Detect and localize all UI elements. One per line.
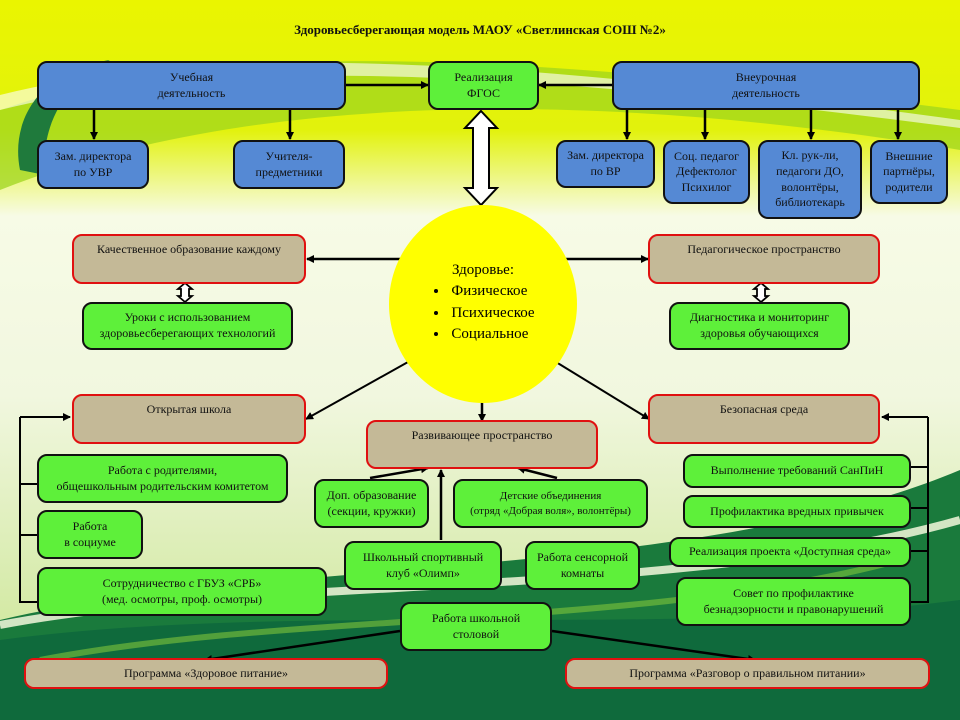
health-item-social: Социальное xyxy=(449,324,534,346)
children-unions-box[interactable]: Детские объединения (отряд «Добрая воля»… xyxy=(453,479,648,528)
proper-nutrition-program-box[interactable]: Программа «Разговор о правильном питании… xyxy=(565,658,930,689)
sports-club-box[interactable]: Школьный спортивный клуб «Олимп» xyxy=(344,541,502,590)
open-school-box[interactable]: Открытая школа xyxy=(72,394,306,444)
society-work-box[interactable]: Работа в социуме xyxy=(37,510,143,559)
study-activity-box[interactable]: Учебная деятельность xyxy=(37,61,346,110)
quality-education-box[interactable]: Качественное образование каждому xyxy=(72,234,306,284)
bad-habits-prevention-box[interactable]: Профилактика вредных привычек xyxy=(683,495,911,528)
developing-space-box[interactable]: Развивающее пространство xyxy=(366,420,598,469)
additional-education-box[interactable]: Доп. образование (секции, кружки) xyxy=(314,479,429,528)
accessible-environment-box[interactable]: Реализация проекта «Доступная среда» xyxy=(669,537,911,567)
sanpin-box[interactable]: Выполнение требований СанПиН xyxy=(683,454,911,488)
prevention-council-box[interactable]: Совет по профилактике безнадзорности и п… xyxy=(676,577,911,626)
parents-work-box[interactable]: Работа с родителями, общешкольным родите… xyxy=(37,454,288,503)
page-title: Здоровьесберегающая модель МАОУ «Светлин… xyxy=(294,22,666,37)
health-list: Физическое Психическое Социальное xyxy=(431,281,534,346)
safe-environment-box[interactable]: Безопасная среда xyxy=(648,394,880,444)
healthy-food-program-box[interactable]: Программа «Здоровое питание» xyxy=(24,658,388,689)
social-specialists-box[interactable]: Соц. педагог Дефектолог Психилог xyxy=(663,140,750,204)
sensory-room-box[interactable]: Работа сенсорной комнаты xyxy=(525,541,640,590)
pedagogical-space-box[interactable]: Педагогическое пространство xyxy=(648,234,880,284)
health-center-circle: Здоровье: Физическое Психическое Социаль… xyxy=(389,205,577,403)
health-heading: Здоровье: xyxy=(451,261,515,278)
extracurricular-box[interactable]: Внеурочная деятельность xyxy=(612,61,920,110)
fgos-box[interactable]: Реализация ФГОС xyxy=(428,61,539,110)
school-canteen-box[interactable]: Работа школьной столовой xyxy=(400,602,552,651)
external-partners-box[interactable]: Внешние партнёры, родители xyxy=(870,140,948,204)
gbuz-cooperation-box[interactable]: Сотрудничество с ГБУЗ «СРБ» (мед. осмотр… xyxy=(37,567,327,616)
class-teachers-box[interactable]: Кл. рук-ли, педагоги ДО, волонтёры, библ… xyxy=(758,140,862,219)
deputy-vr-box[interactable]: Зам. директора по ВР xyxy=(556,140,655,188)
health-item-physical: Физическое xyxy=(449,281,534,303)
health-lessons-box[interactable]: Уроки с использованием здоровьесберегающ… xyxy=(82,302,293,350)
deputy-uvr-box[interactable]: Зам. директора по УВР xyxy=(37,140,149,189)
health-item-mental: Психическое xyxy=(449,303,534,325)
diagnostics-box[interactable]: Диагностика и мониторинг здоровья обучаю… xyxy=(669,302,850,350)
subject-teachers-box[interactable]: Учителя- предметники xyxy=(233,140,345,189)
